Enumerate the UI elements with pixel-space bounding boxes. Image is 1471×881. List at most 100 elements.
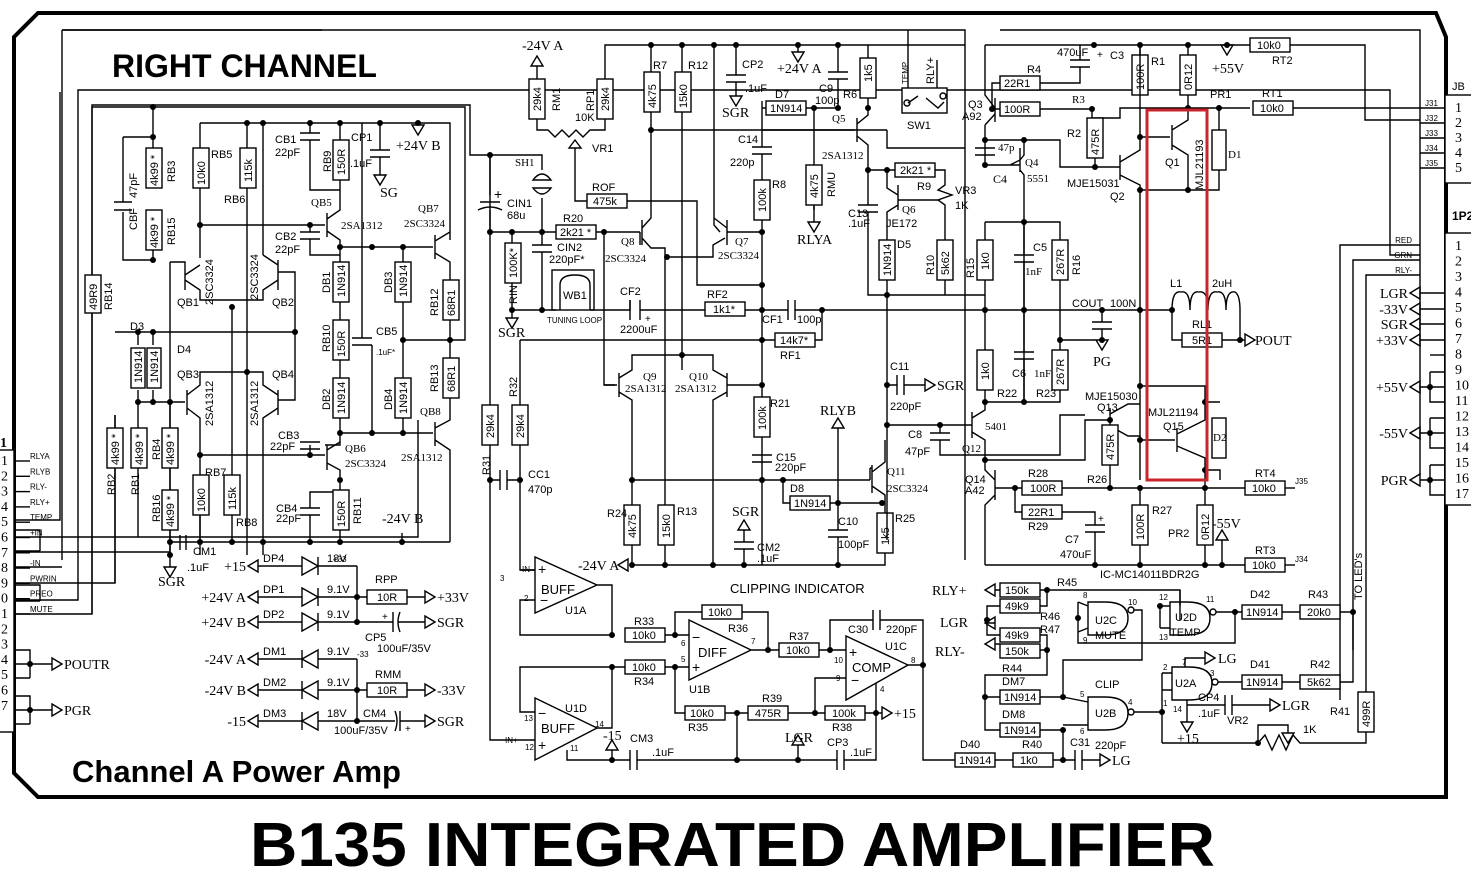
p2-pin: 16: [1455, 472, 1469, 487]
svg-text:J34: J34: [1295, 555, 1308, 564]
svg-text:+: +: [538, 737, 546, 753]
svg-text:4k99 *: 4k99 *: [165, 433, 177, 465]
svg-text:R13: R13: [677, 506, 697, 518]
svg-text:5401: 5401: [985, 421, 1007, 433]
svg-text:D1: D1: [1228, 149, 1241, 161]
svg-text:R47: R47: [1040, 624, 1060, 636]
p2-rail-label: +33V: [1376, 334, 1408, 349]
svg-text:CP4: CP4: [1198, 692, 1219, 704]
supply-rail-label: -15: [227, 715, 246, 730]
svg-text:RB16: RB16: [151, 494, 163, 522]
svg-text:29k4: 29k4: [515, 414, 527, 438]
svg-text:+24V A: +24V A: [777, 62, 822, 77]
left-signal-label: PREO: [30, 590, 53, 599]
svg-text:RB12: RB12: [429, 288, 441, 316]
svg-text:LG: LG: [1112, 754, 1131, 769]
p2-pin: 2: [1455, 255, 1462, 270]
svg-text:R27: R27: [1152, 505, 1172, 517]
svg-text:2: 2: [1163, 663, 1168, 672]
svg-text:RF1: RF1: [780, 350, 801, 362]
svg-text:R37: R37: [789, 631, 809, 643]
svg-text:D40: D40: [960, 739, 980, 751]
output-stage: TEMP RLY+ SW1 470uF C3 + R4 22R1 100R R3…: [901, 30, 1420, 581]
svg-text:JB: JB: [1452, 81, 1465, 93]
svg-text:10R: 10R: [377, 685, 397, 697]
svg-text:5551: 5551: [1027, 173, 1049, 185]
svg-text:QB6: QB6: [345, 443, 366, 455]
svg-text:7: 7: [1182, 658, 1187, 667]
svg-text:CBF: CBF: [128, 208, 140, 230]
svg-text:.1uF*: .1uF*: [376, 348, 395, 357]
svg-text:10k0: 10k0: [1257, 40, 1281, 52]
svg-text:RB5: RB5: [211, 149, 232, 161]
svg-text:4k99 *: 4k99 *: [149, 216, 161, 248]
svg-text:D8: D8: [790, 483, 804, 495]
svg-text:10K: 10K: [575, 112, 595, 124]
svg-text:RMU: RMU: [826, 172, 838, 197]
svg-text:10k0: 10k0: [1260, 103, 1284, 115]
jb-pin: 5: [1455, 161, 1462, 176]
svg-text:CM1: CM1: [193, 546, 216, 558]
svg-text:1k5: 1k5: [880, 527, 892, 545]
svg-text:MUTE: MUTE: [1095, 630, 1126, 642]
p2-rail-label: LGR: [1380, 287, 1409, 302]
svg-text:CP2: CP2: [742, 59, 763, 71]
svg-text:100pF: 100pF: [838, 539, 869, 551]
svg-text:+: +: [645, 314, 651, 325]
svg-text:CP5: CP5: [365, 632, 386, 644]
svg-text:475R: 475R: [1090, 129, 1102, 155]
clipping-indicator: CLIPPING INDICATOR + − BUFF U1A IN- 3 2 …: [500, 555, 955, 770]
svg-text:C4: C4: [993, 172, 1007, 186]
svg-text:DB1: DB1: [321, 272, 333, 293]
svg-text:R8: R8: [772, 179, 786, 191]
svg-text:+: +: [692, 659, 700, 675]
svg-text:TEMP: TEMP: [901, 62, 910, 84]
svg-text:2SA1312: 2SA1312: [204, 381, 216, 426]
left-signal-label: RLYB: [30, 467, 50, 476]
svg-text:49k9: 49k9: [1005, 601, 1029, 613]
svg-text:1k0: 1k0: [980, 252, 992, 270]
svg-text:15k0: 15k0: [678, 84, 690, 108]
svg-text:3: 3: [500, 574, 505, 583]
svg-text:.1uF: .1uF: [757, 553, 779, 565]
svg-text:CLIP: CLIP: [1095, 679, 1119, 691]
p2-rail-label: -55V: [1379, 427, 1408, 442]
svg-text:A92: A92: [962, 111, 982, 123]
svg-text:10k0: 10k0: [786, 645, 810, 657]
svg-text:U2A: U2A: [1175, 678, 1197, 690]
svg-text:1N914: 1N914: [959, 755, 991, 767]
svg-text:RLY-: RLY-: [935, 645, 965, 660]
left-pin: 3: [1, 638, 8, 653]
svg-text:220pF: 220pF: [890, 401, 921, 413]
svg-text:R41: R41: [1330, 706, 1350, 718]
svg-text:DM7: DM7: [1002, 676, 1025, 688]
svg-text:U1A: U1A: [565, 605, 587, 617]
svg-text:Q14: Q14: [965, 474, 986, 486]
svg-text:CP3: CP3: [827, 737, 848, 749]
svg-text:R43: R43: [1308, 589, 1328, 601]
zener-ref: DP2: [263, 609, 284, 621]
svg-text:R12: R12: [688, 60, 708, 72]
svg-text:4k75: 4k75: [809, 174, 821, 198]
svg-text:100p: 100p: [797, 314, 821, 326]
svg-text:2SA1312: 2SA1312: [249, 381, 261, 426]
svg-text:1nF: 1nF: [1025, 266, 1042, 278]
svg-text:1N914: 1N914: [1004, 692, 1036, 704]
svg-text:Q11: Q11: [887, 466, 906, 478]
p2-pin: 12: [1455, 410, 1469, 425]
svg-text:RB10: RB10: [321, 324, 333, 352]
input-stage: 4k99 * RB3 4k99 * RB15 47pF CBF 49R9 RB1…: [84, 104, 466, 614]
svg-text:SGR: SGR: [937, 379, 965, 394]
svg-text:-15: -15: [603, 729, 622, 744]
svg-text:1K: 1K: [1303, 724, 1317, 736]
svg-text:0R12: 0R12: [1200, 514, 1212, 540]
svg-text:ROF: ROF: [592, 182, 616, 194]
svg-text:12: 12: [525, 743, 534, 752]
svg-text:CF2: CF2: [620, 286, 641, 298]
svg-text:1nF: 1nF: [1034, 368, 1051, 380]
svg-text:0R12: 0R12: [1183, 64, 1195, 90]
svg-text:U2B: U2B: [1095, 708, 1116, 720]
svg-text:150k: 150k: [1005, 585, 1029, 597]
supply-rail-label: +15: [224, 560, 246, 575]
